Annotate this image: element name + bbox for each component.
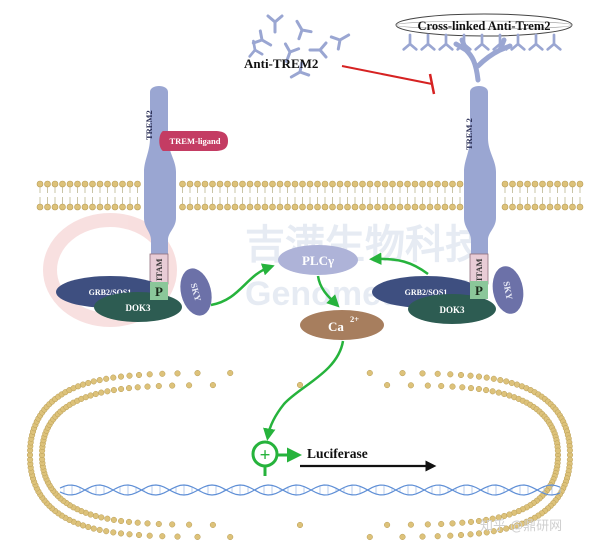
adaptor-complex-right: SKY GRB2/SOS1 DOK3 P — [372, 266, 524, 324]
luciferase-gene: Luciferase — [300, 446, 437, 472]
phospho-right — [470, 281, 488, 299]
nuclear-envelope — [26, 369, 574, 541]
dna-helix — [59, 484, 561, 496]
dok3-label-left: DOK3 — [125, 303, 151, 313]
sky-left — [180, 268, 212, 316]
anti-trem2-antibodies — [248, 14, 351, 79]
trem-ligand: TREM-ligand — [159, 131, 228, 151]
inhibition-arrow — [341, 65, 436, 95]
calcium: Ca 2+ — [300, 310, 384, 340]
plc-label: PLCγ — [302, 253, 334, 268]
phospho-left — [150, 282, 168, 300]
arrow-right-to-plc — [369, 252, 429, 276]
sky-right — [492, 266, 524, 314]
credit-watermark: 知乎 @鼎研网 — [480, 518, 562, 534]
adaptor-complex-left: SKY GRB2/SOS1 DOK3 P — [56, 268, 212, 322]
arrow-plc-to-calcium — [316, 275, 340, 308]
plus-symbol: + — [260, 445, 271, 466]
sky-label-right: SKY — [501, 280, 514, 300]
grb2-label-left: GRB2/SOS1 — [89, 288, 132, 297]
dok3-right — [408, 294, 496, 324]
trem2-receptor-left: TREM2 ITAM — [144, 86, 176, 285]
plasma-membrane — [36, 180, 584, 211]
phospho-label-right: P — [475, 283, 483, 298]
calcium-label: Ca — [328, 319, 344, 334]
arrow-left-to-plc — [210, 263, 275, 307]
trem2-receptor-right: TREM 2 ITAM — [464, 86, 496, 285]
cross-linked-label: Cross-linked Anti-Trem2 — [418, 19, 551, 33]
grb2-label-right: GRB2/SOS1 — [405, 288, 448, 297]
cross-linked-antibody: Cross-linked Anti-Trem2 — [395, 13, 573, 83]
phospho-label-left: P — [155, 284, 163, 299]
activation-arrows — [210, 252, 429, 441]
plc-gamma: PLCγ — [278, 245, 358, 275]
itam-label-right: ITAM — [474, 258, 484, 281]
arrow-calcium-to-promoter — [263, 340, 345, 441]
promoter-activation: + — [251, 440, 302, 476]
anti-trem2-label: Anti-TREM2 — [244, 56, 318, 71]
trem2-label-left: TREM2 — [144, 110, 154, 140]
itam-label-left: ITAM — [154, 258, 164, 281]
trem-ligand-label: TREM-ligand — [169, 136, 220, 146]
dok3-label-right: DOK3 — [439, 305, 465, 315]
luciferase-label: Luciferase — [307, 446, 368, 461]
calcium-charge: 2+ — [350, 314, 359, 324]
trem2-label-right: TREM 2 — [464, 118, 474, 150]
sky-label-left: SKY — [189, 282, 204, 303]
